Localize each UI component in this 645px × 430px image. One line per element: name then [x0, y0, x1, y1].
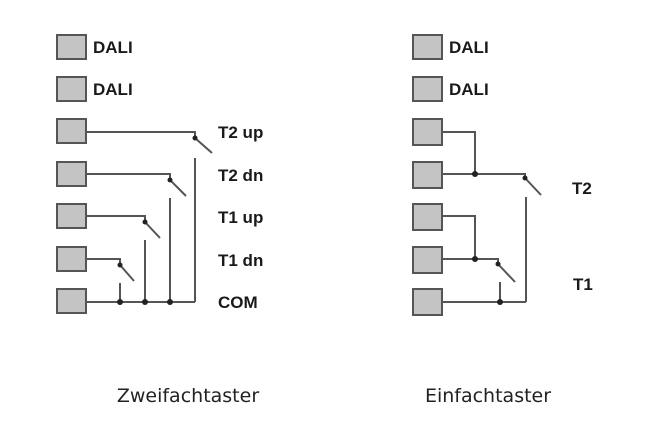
terminal-3	[412, 203, 443, 231]
terminal-1	[412, 118, 443, 146]
terminal-dali-1	[412, 34, 443, 60]
switch-pivot-dot	[167, 177, 173, 183]
wire-t1-up	[86, 215, 161, 302]
terminal-t1-dn	[56, 246, 87, 272]
terminal-4	[412, 246, 443, 274]
switch-pivot-dot	[192, 135, 198, 141]
junction-dot	[472, 256, 478, 262]
junction-dot	[167, 299, 173, 305]
left-diagram: DALI DALI T2 up T2 dn T1 up T1 dn COM Zw…	[56, 34, 263, 407]
terminal-t2-dn	[56, 161, 87, 187]
junction-dot	[472, 171, 478, 177]
wire-t2-dn	[86, 173, 187, 302]
label-t1-dn: T1 dn	[218, 251, 263, 270]
terminal-t2-up	[56, 118, 87, 144]
junction-dot	[142, 299, 148, 305]
switch-pivot-dot	[117, 262, 123, 268]
terminal-5	[412, 288, 443, 316]
wire-t1	[442, 215, 516, 302]
label-t1-up: T1 up	[218, 208, 263, 227]
terminal-dali-2	[412, 76, 443, 102]
terminal-t1-up	[56, 203, 87, 229]
caption-einfachtaster: Einfachtaster	[425, 385, 551, 407]
switch-pivot-dot	[142, 219, 148, 225]
terminal-dali-1	[56, 34, 87, 60]
terminal-dali-2	[56, 76, 87, 102]
label-dali-1: DALI	[449, 38, 489, 57]
junction-dot	[497, 299, 503, 305]
wire-t2-up	[86, 131, 213, 302]
terminal-2	[412, 161, 443, 189]
label-t2-dn: T2 dn	[218, 166, 263, 185]
switch-pivot-dot	[495, 261, 501, 267]
label-t1: T1	[573, 275, 593, 294]
label-dali-2: DALI	[93, 80, 133, 99]
terminal-com	[56, 288, 87, 314]
label-t2: T2	[572, 179, 592, 198]
label-t2-up: T2 up	[218, 123, 263, 142]
label-dali-2: DALI	[449, 80, 489, 99]
label-dali-1: DALI	[93, 38, 133, 57]
junction-dot	[117, 299, 123, 305]
switch-pivot-dot	[522, 175, 528, 181]
caption-zweifachtaster: Zweifachtaster	[117, 385, 259, 407]
wire-t1-dn	[86, 258, 135, 302]
right-diagram: DALI DALI T2 T1 Einfachtaster	[412, 34, 593, 407]
label-com: COM	[218, 293, 258, 312]
